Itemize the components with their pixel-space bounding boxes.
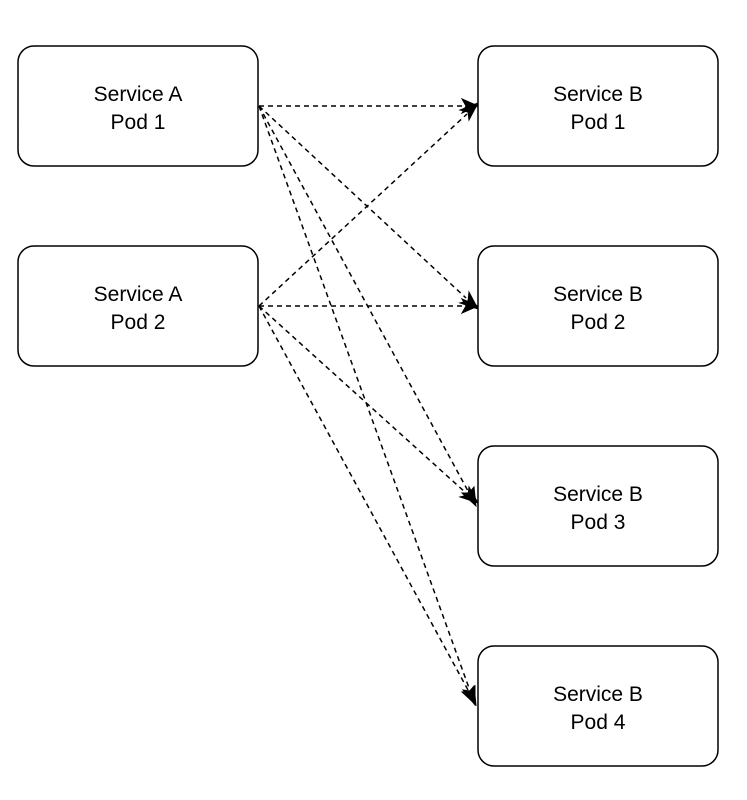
node-label-line2: Pod 2 bbox=[571, 311, 626, 334]
edge-a1-b4 bbox=[258, 105, 476, 707]
edge-a2-b3 bbox=[258, 305, 480, 504]
edge-a2-b1 bbox=[258, 102, 480, 307]
node-service-a-pod-2[interactable]: Service A Pod 2 bbox=[17, 245, 259, 367]
edge-a2-b2 bbox=[259, 297, 480, 315]
node-label-line2: Pod 1 bbox=[571, 111, 626, 134]
node-service-b-pod-4[interactable]: Service B Pod 4 bbox=[477, 645, 719, 767]
node-label-line2: Pod 4 bbox=[571, 711, 626, 734]
edges-layer bbox=[258, 97, 480, 707]
node-service-b-pod-3[interactable]: Service B Pod 3 bbox=[477, 445, 719, 567]
node-label-line1: Service A bbox=[94, 283, 183, 306]
edge-a2-b4 bbox=[258, 305, 477, 707]
node-label-line1: Service B bbox=[553, 483, 643, 506]
node-label-line1: Service B bbox=[553, 283, 643, 306]
node-label-line1: Service B bbox=[553, 83, 643, 106]
node-label-line1: Service A bbox=[94, 83, 183, 106]
nodes-layer: Service A Pod 1 Service A Pod 2 Service … bbox=[17, 45, 719, 767]
node-label-line2: Pod 2 bbox=[111, 311, 166, 334]
edge-a1-b1 bbox=[259, 97, 480, 115]
edge-a1-b2 bbox=[258, 105, 480, 310]
node-service-a-pod-1[interactable]: Service A Pod 1 bbox=[17, 45, 259, 167]
node-service-b-pod-2[interactable]: Service B Pod 2 bbox=[477, 245, 719, 367]
node-label-line2: Pod 3 bbox=[571, 511, 626, 534]
node-label-line1: Service B bbox=[553, 683, 643, 706]
node-label-line2: Pod 1 bbox=[111, 111, 166, 134]
node-service-b-pod-1[interactable]: Service B Pod 1 bbox=[477, 45, 719, 167]
